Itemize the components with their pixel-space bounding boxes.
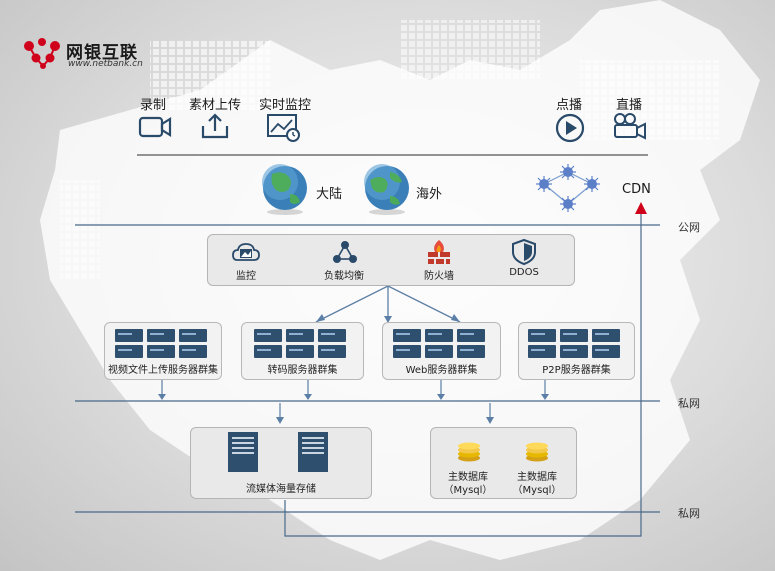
network-label-public: 公网 [678, 221, 700, 234]
server-rack-icon [254, 329, 346, 358]
source-label-record: 录制 [139, 98, 166, 113]
cdn-label: CDN [622, 182, 651, 197]
server-rack-icon [115, 329, 207, 358]
security-label-monitor: 监控 [236, 271, 256, 282]
cluster-p2p: P2P服务器群集 [518, 322, 635, 380]
cluster-upload: 视频文件上传服务器群集 [104, 322, 222, 380]
source-label-vod: 点播 [555, 98, 582, 113]
image-cloud-icon [232, 243, 260, 261]
source-label-monitor: 实时监控 [258, 98, 311, 113]
firewall-icon [428, 240, 450, 264]
database-2-label: 主数据库 [517, 472, 557, 483]
camera-icon [138, 116, 172, 138]
brand-url: www.netbank.cn [68, 59, 143, 69]
database-coin-icon [526, 442, 548, 462]
security-label-load-balance: 负载均衡 [324, 271, 364, 282]
media-storage-label: 流媒体海量存储 [246, 484, 316, 495]
mainland-globe-icon [262, 164, 307, 215]
security-label-firewall: 防火墙 [424, 271, 454, 282]
play-icon [555, 113, 585, 143]
network-label-private-2: 私网 [678, 507, 700, 520]
network-label-private-1: 私网 [678, 397, 700, 410]
shield-icon [512, 238, 536, 266]
security-panel [207, 234, 575, 286]
video-camera-icon [614, 113, 646, 140]
cluster-label-upload: 视频文件上传服务器群集 [108, 365, 218, 376]
source-label-upload: 素材上传 [188, 98, 241, 113]
media-storage-panel: 流媒体海量存储 [190, 427, 372, 499]
server-rack-icon [393, 329, 485, 358]
logo-icon [24, 38, 60, 69]
storage-server-icon [228, 432, 328, 472]
cluster-label-web: Web服务器群集 [405, 365, 478, 376]
server-rack-icon [528, 329, 620, 358]
security-label-ddos: DDOS [509, 267, 539, 278]
database-2-type: （Mysql） [512, 485, 562, 496]
database-panel: 主数据库 （Mysql） 主数据库 （Mysql） [430, 427, 577, 499]
database-1-label: 主数据库 [448, 472, 488, 483]
cluster-web: Web服务器群集 [382, 322, 501, 380]
cluster-label-p2p: P2P服务器群集 [542, 365, 611, 376]
region-mainland: 大陆 [316, 187, 343, 202]
load-balance-icon [333, 241, 357, 263]
cdn-network-icon [536, 164, 600, 212]
database-coin-icon [458, 442, 480, 462]
source-label-live: 直播 [615, 98, 642, 113]
cluster-label-transcode: 转码服务器群集 [267, 365, 338, 376]
region-overseas: 海外 [416, 187, 443, 202]
overseas-globe-icon [364, 164, 409, 215]
database-1-type: （Mysql） [443, 485, 493, 496]
monitor-icon [267, 114, 300, 142]
cluster-transcode: 转码服务器群集 [241, 322, 364, 380]
upload-icon [201, 113, 229, 139]
brand-name: 网银互联 [66, 43, 138, 63]
